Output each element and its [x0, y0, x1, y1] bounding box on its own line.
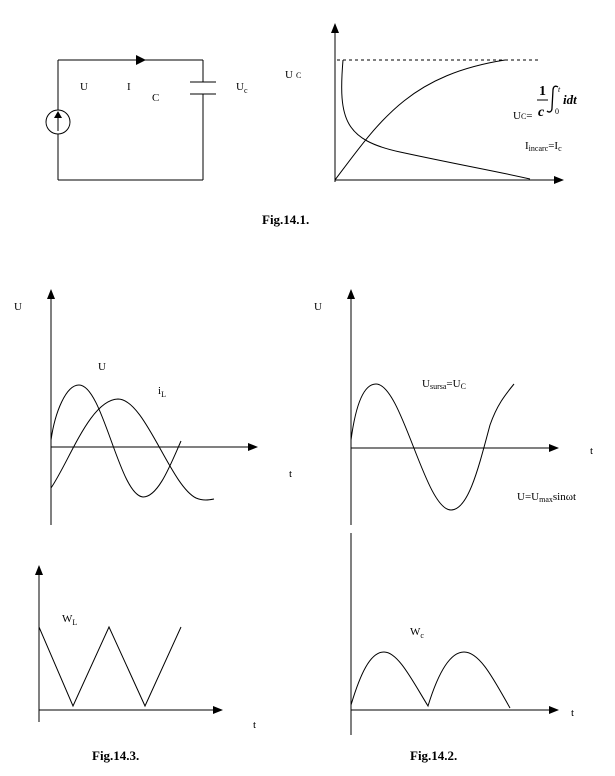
source-equation-label: U=Umaxsinωt: [517, 491, 576, 504]
circuit-diagram: U I C Uc: [45, 55, 248, 181]
integral-upper-limit: t: [558, 85, 561, 94]
fig2-caption: Fig.14.2.: [410, 748, 457, 763]
capacitor-voltage-curve: [334, 59, 506, 181]
inductor-tlabel: t: [289, 468, 292, 480]
fig1-caption: Fig.14.1.: [262, 212, 309, 227]
integrand: idt: [563, 92, 577, 107]
fig3-caption: Fig.14.3.: [92, 748, 139, 763]
inductor-voltage-curve: [50, 384, 182, 498]
fraction-numerator: 1: [539, 84, 546, 99]
circuit-label-i: I: [127, 81, 131, 93]
circuit-label-c: C: [152, 92, 159, 104]
current-arrow-icon: [136, 55, 146, 65]
fraction-denominator: c: [538, 105, 545, 120]
inductor-voltage-graph: U U iL t: [14, 289, 292, 525]
charging-current-curve: [341, 59, 531, 180]
inductor-energy-tlabel: t: [253, 719, 256, 731]
inductor-energy-graph: WL t: [35, 565, 256, 731]
capacitor-voltage-sine: [350, 383, 515, 511]
capacitor-energy-graph: Wc t: [350, 533, 574, 735]
circuit-label-u: U: [80, 81, 88, 93]
voltage-source-icon: [45, 109, 71, 135]
inductor-voltage-label: U: [98, 361, 106, 373]
inductor-ylabel: U: [14, 301, 22, 313]
inductor-current-label: iL: [158, 385, 166, 399]
integral-lower-limit: 0: [555, 107, 559, 116]
svg-text:UC=: UC=: [513, 110, 533, 122]
source-arrow-head: [54, 111, 62, 118]
capacitor-tlabel: t: [590, 445, 593, 457]
charging-current-label: Iincarc=Ic: [525, 140, 562, 153]
capacitor-ylabel: U: [314, 301, 322, 313]
circuit-label-uc: Uc: [236, 81, 248, 95]
integral-sign-icon: [546, 85, 559, 113]
capacitor-energy-curve: [350, 651, 511, 709]
inductor-current-curve: [50, 398, 215, 501]
inductor-energy-label: WL: [62, 613, 77, 627]
capacitor-voltage-formula: UC= 1 c t 0 idt: [513, 84, 577, 122]
capacitor-energy-label: Wc: [410, 626, 424, 640]
capacitor-energy-tlabel: t: [571, 707, 574, 719]
inductor-energy-curve: [38, 625, 182, 708]
source-voltage-label: Usursa=UC: [422, 378, 466, 391]
capacitor-voltage-graph: U Usursa=UC t U=Umaxsinωt: [314, 289, 593, 525]
